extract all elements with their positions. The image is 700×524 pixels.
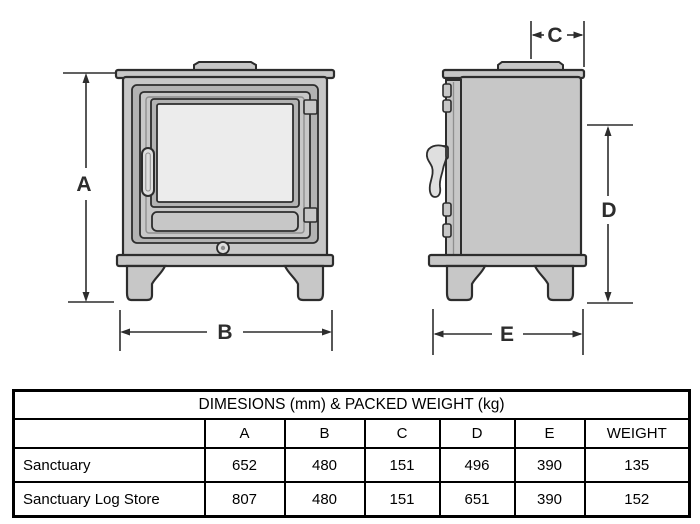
front-hinge-bottom-icon	[303, 207, 318, 223]
arrow-left-icon	[531, 31, 542, 39]
dim-label-b: B	[217, 321, 232, 344]
hinge-lug-icon	[442, 223, 452, 238]
column-header-b: B	[283, 418, 366, 449]
front-right-leg	[283, 264, 325, 302]
table-cell: 390	[513, 481, 586, 518]
dim-label-a: A	[76, 173, 91, 196]
arrow-left-icon	[120, 328, 130, 336]
column-header-e: E	[513, 418, 586, 449]
table-cell: 496	[438, 447, 516, 483]
front-door-handle-slot	[145, 152, 151, 192]
stove-front-view	[114, 61, 336, 302]
arrow-down-icon	[604, 292, 612, 302]
arrow-up-icon	[604, 126, 612, 136]
front-left-leg	[125, 264, 167, 302]
hinge-lug-icon	[442, 83, 452, 98]
arrow-left-icon	[433, 330, 444, 338]
dimension-b: B	[119, 310, 333, 351]
dim-label-c: C	[547, 24, 562, 47]
front-air-knob-hole	[220, 245, 226, 251]
side-door-handle	[425, 144, 448, 198]
dim-label-d: D	[601, 199, 616, 222]
table-cell: 152	[583, 481, 691, 518]
dimensions-table: DIMESIONS (mm) & PACKED WEIGHT (kg) A B …	[12, 389, 692, 518]
table-cell: 807	[203, 481, 286, 518]
table-title: DIMESIONS (mm) & PACKED WEIGHT (kg)	[12, 389, 691, 420]
hinge-lug-icon	[442, 202, 452, 217]
column-header-blank	[12, 418, 206, 449]
table-cell: 480	[283, 481, 366, 518]
dimension-a: A	[63, 72, 117, 303]
column-header-weight: WEIGHT	[583, 418, 691, 449]
table-cell: 390	[513, 447, 586, 483]
side-back-leg	[533, 264, 575, 302]
front-door-handle	[141, 147, 155, 197]
side-body	[458, 75, 583, 259]
table-row-sanctuary: Sanctuary 652 480 151 496 390 135	[12, 447, 691, 483]
row-name: Sanctuary	[12, 447, 206, 483]
table-cell: 151	[363, 481, 441, 518]
arrow-right-icon	[322, 328, 332, 336]
dimension-c: C	[530, 21, 585, 67]
row-name: Sanctuary Log Store	[12, 481, 206, 518]
side-base-plate	[427, 253, 588, 268]
table-cell: 480	[283, 447, 366, 483]
dimension-e: E	[432, 309, 584, 355]
side-front-leg	[445, 264, 487, 302]
table-cell: 151	[363, 447, 441, 483]
table-title-row: DIMESIONS (mm) & PACKED WEIGHT (kg)	[12, 389, 691, 420]
table-cell: 651	[438, 481, 516, 518]
front-vent-strip	[151, 211, 299, 232]
front-hinge-top-icon	[303, 99, 318, 115]
front-base-plate	[115, 253, 335, 268]
table-cell: 135	[583, 447, 691, 483]
column-header-a: A	[203, 418, 286, 449]
table-row-sanctuary-log-store: Sanctuary Log Store 807 480 151 651 390 …	[12, 481, 691, 518]
dim-label-e: E	[500, 323, 514, 346]
arrow-right-icon	[572, 330, 583, 338]
stove-side-view	[425, 61, 588, 302]
column-header-d: D	[438, 418, 516, 449]
front-glass	[156, 103, 294, 203]
table-cell: 652	[203, 447, 286, 483]
side-hinge-lugs	[442, 83, 452, 238]
dimension-d: D	[587, 124, 633, 304]
stove-diagram: A B C D	[63, 21, 633, 355]
table-header-row: A B C D E WEIGHT	[12, 418, 691, 449]
hinge-lug-icon	[442, 99, 452, 113]
arrow-down-icon	[82, 292, 90, 302]
column-header-c: C	[363, 418, 441, 449]
arrow-right-icon	[573, 31, 584, 39]
arrow-up-icon	[82, 73, 90, 83]
